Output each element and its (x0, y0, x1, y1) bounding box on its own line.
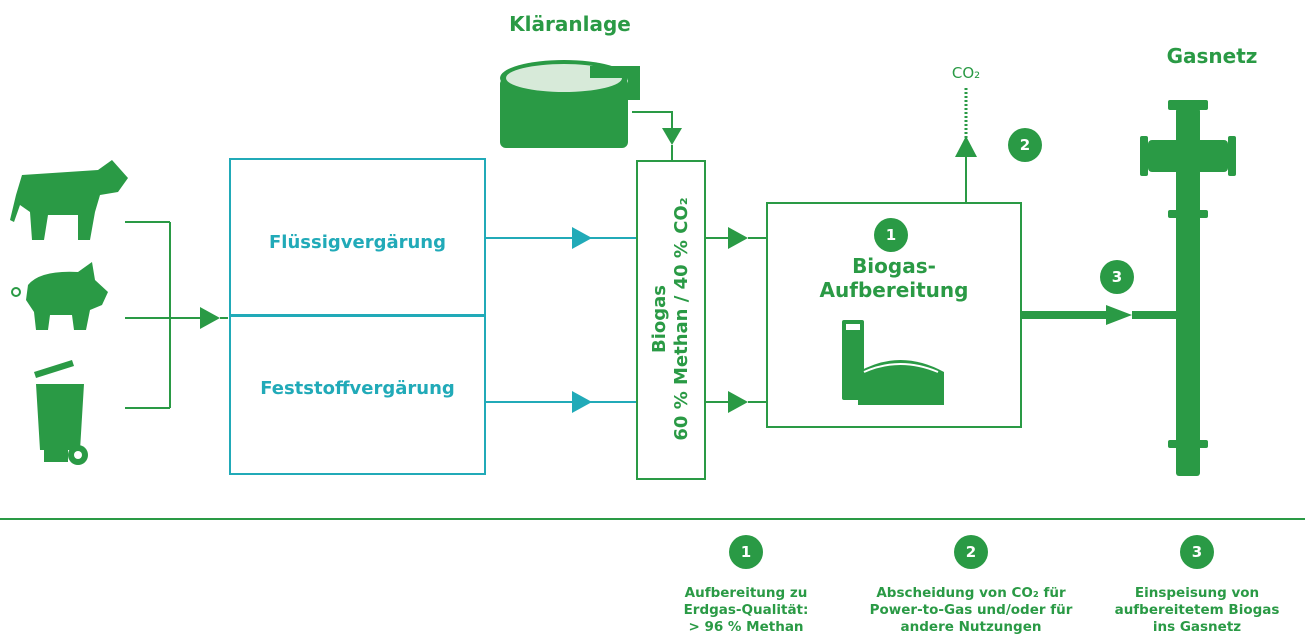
arrow-co2 (955, 136, 977, 157)
biogas-label-line1: Biogas (649, 285, 670, 354)
co2-label: CO₂ (951, 64, 981, 82)
aufbereitung-label: Biogas- Aufbereitung (819, 254, 969, 302)
source-arrow (200, 307, 220, 329)
marker-2: 2 (1008, 128, 1042, 162)
arrow-feststoff (572, 391, 592, 413)
marker-3: 3 (1100, 260, 1134, 294)
gasnetz-label: Gasnetz (1166, 44, 1258, 68)
biogas-plant-icon (842, 320, 944, 405)
biogas-arrows (706, 237, 766, 403)
legend-text-2: Abscheidung von CO₂ für Power-to-Gas und… (869, 585, 1073, 635)
legend-marker-3: 3 (1180, 535, 1214, 569)
biogas-label-line2: 60 % Methan / 40 % CO₂ (671, 197, 692, 441)
fluessig-label: Flüssigvergärung (268, 232, 446, 253)
legend-text-3: Einspeisung von aufbereitetem Biogas ins… (1114, 585, 1280, 635)
source-connectors (125, 221, 200, 409)
gas-pipe-icon (1140, 100, 1236, 476)
waste-bin-icon (34, 360, 88, 465)
feststoff-label: Feststoffvergärung (260, 378, 455, 399)
biogas-label: Biogas 60 % Methan / 40 % CO₂ (649, 169, 693, 469)
feststoff-box (229, 315, 486, 475)
arrow-biogas-bottom (728, 391, 748, 413)
marker-1: 1 (874, 218, 908, 252)
legend-text-1: Aufbereitung zu Erdgas-Qualität: > 96 % … (683, 585, 809, 635)
legend-marker-1: 1 (729, 535, 763, 569)
fermentation-arrows (486, 237, 636, 403)
arrow-fluessig (572, 227, 592, 249)
arrow-biogas-top (728, 227, 748, 249)
arrow-klaeranlage (662, 128, 682, 145)
arrow-gasnetz (1106, 305, 1132, 325)
cow-icon (10, 160, 128, 240)
clarifier-tank-icon (500, 60, 640, 148)
klaeranlage-label: Kläranlage (509, 12, 631, 36)
aufbereitung-box (766, 202, 1022, 428)
pig-icon (11, 262, 108, 330)
legend-marker-2: 2 (954, 535, 988, 569)
biogas-box (636, 160, 706, 480)
